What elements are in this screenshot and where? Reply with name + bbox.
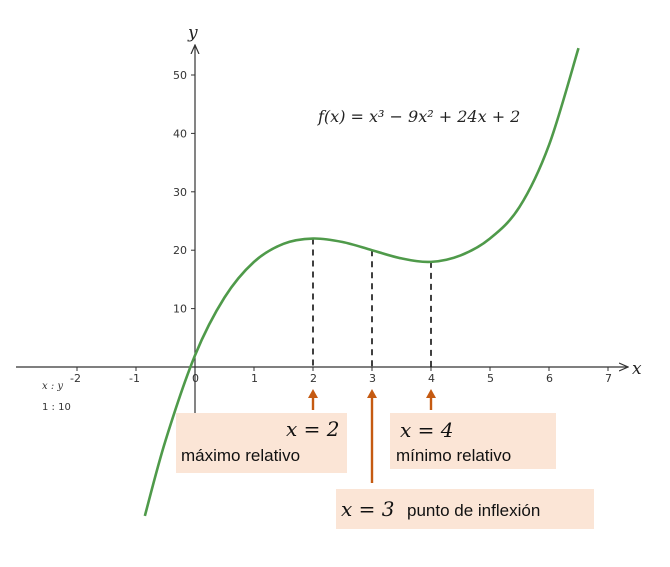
annotation-box-inflection xyxy=(336,489,594,529)
x-tick-label: -2 xyxy=(70,372,81,385)
y-tick-label: 20 xyxy=(173,244,187,257)
x-tick-label: -1 xyxy=(129,372,140,385)
function-equation-label: f(x) = x³ − 9x² + 24x + 2 xyxy=(317,107,520,126)
x-tick-label: 4 xyxy=(428,372,435,385)
annotation-arrow-head xyxy=(426,389,436,398)
x-axis-label: x xyxy=(632,359,642,379)
annotation-box-maximum xyxy=(176,413,347,473)
y-tick-label: 30 xyxy=(173,186,187,199)
x-tick-label: 1 xyxy=(251,372,258,385)
critical-point-drop-lines xyxy=(312,238,432,367)
scale-note-values: 1 : 10 xyxy=(42,402,71,413)
annotation-text-maximum: máximo relativo xyxy=(181,446,300,465)
annotation-text-minimum: mínimo relativo xyxy=(396,446,511,465)
annotation-math-minimum: x = 4 xyxy=(400,418,453,442)
x-ticks: -2 -1 0 1 2 3 4 5 6 7 xyxy=(70,367,612,385)
x-tick-label: 6 xyxy=(546,372,553,385)
annotation-box-minimum xyxy=(390,413,556,469)
x-tick-label: 3 xyxy=(369,372,376,385)
x-tick-label: 7 xyxy=(605,372,612,385)
annotation-text-inflection: punto de inflexión xyxy=(407,501,540,520)
y-ticks: 10 20 30 40 50 xyxy=(173,69,195,316)
annotation-arrow-head xyxy=(367,389,377,398)
annotation-arrows xyxy=(308,389,436,483)
function-curve xyxy=(143,47,580,517)
x-tick-label: 5 xyxy=(487,372,494,385)
y-tick-label: 50 xyxy=(173,69,187,82)
scale-note-ratio: x : y xyxy=(42,381,63,392)
y-tick-label: 40 xyxy=(173,127,187,140)
annotation-arrow-head xyxy=(308,389,318,398)
x-tick-label: 2 xyxy=(310,372,317,385)
annotation-math-inflection: x = 3 xyxy=(341,497,394,521)
y-axis-label: y xyxy=(187,23,198,43)
annotation-math-maximum: x = 2 xyxy=(286,417,339,441)
y-tick-label: 10 xyxy=(173,303,187,316)
x-tick-label: 0 xyxy=(192,372,199,385)
